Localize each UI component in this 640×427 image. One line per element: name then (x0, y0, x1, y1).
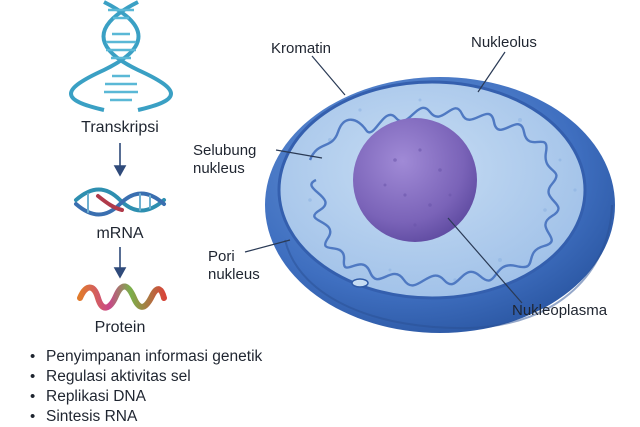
list-item: Replikasi DNA (30, 387, 262, 407)
flow-label-protein: Protein (94, 319, 146, 336)
list-item: Penyimpanan informasi genetik (30, 347, 262, 367)
mrna-icon (74, 187, 166, 217)
label-selubung-1: Selubung (193, 142, 257, 159)
leader-lines (244, 51, 523, 304)
label-nukleolus: Nukleolus (471, 34, 537, 51)
protein-icon (77, 283, 167, 311)
chromatin (308, 106, 560, 287)
label-pori-1: Pori (208, 248, 235, 265)
label-nukleoplasma: Nukleoplasma (512, 302, 608, 319)
flow-arrow-1 (113, 143, 127, 177)
list-item: Sintesis RNA (30, 407, 262, 427)
label-pori-2: nukleus (208, 266, 260, 283)
label-selubung-2: nukleus (193, 160, 245, 177)
label-kromatin: Kromatin (271, 40, 332, 57)
nucleus (265, 77, 615, 333)
dna-helix-icon (69, 0, 173, 112)
nucleus-functions-list: Penyimpanan informasi genetik Regulasi a… (30, 347, 262, 427)
flow-arrow-2 (113, 247, 127, 279)
flow-label-transcription: Transkripsi (81, 119, 159, 136)
nucleolus (353, 118, 477, 242)
list-item: Regulasi aktivitas sel (30, 367, 262, 387)
nuclear-pore (351, 278, 369, 288)
flow-label-mrna: mRNA (96, 225, 144, 242)
